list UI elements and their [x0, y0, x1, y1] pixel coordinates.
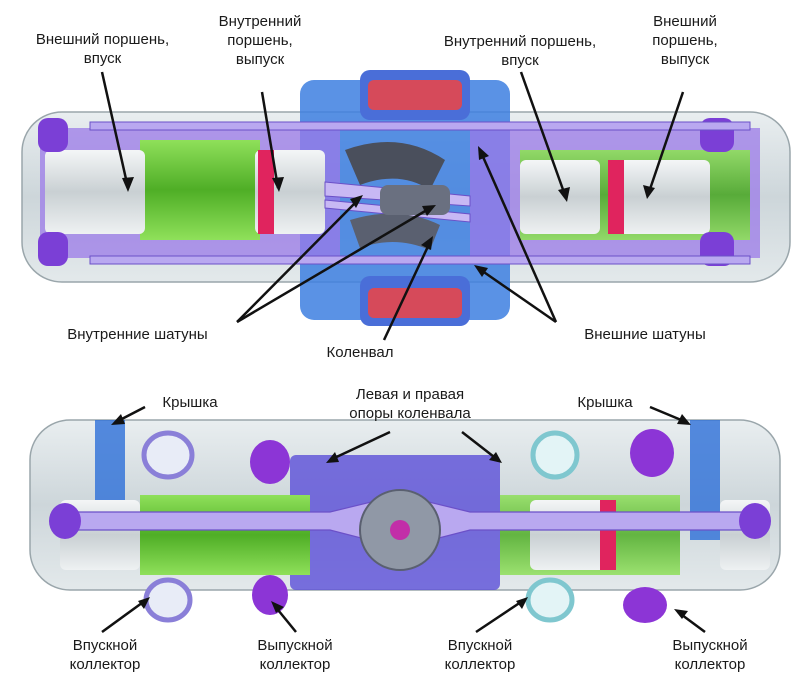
inner-piston-right	[520, 160, 600, 234]
inner-piston-left-ring	[258, 150, 274, 234]
outer-piston-right	[610, 160, 710, 234]
crank-hub-center	[390, 520, 410, 540]
bottom-leader-lines	[101, 405, 706, 634]
leader-outer-piston-exhaust	[646, 91, 685, 196]
label-crankshaft: Коленвал	[326, 344, 394, 361]
leader-outer-conrods-2	[477, 266, 557, 324]
exhaust-manifold-right-bottom	[623, 587, 667, 623]
intake-manifold-right-top	[530, 430, 580, 480]
label-inner-piston-exhaust: Внутренний поршень, выпуск	[218, 13, 302, 68]
intake-manifold-left-top	[141, 430, 195, 480]
right-piston-bottom	[530, 500, 610, 570]
leader-inner-conrods-2	[236, 205, 433, 324]
right-piston-ring-bottom	[600, 500, 616, 570]
leader-outer-conrods-1	[478, 149, 558, 323]
label-exhaust-manifold-left: Выпускной коллектор	[257, 637, 333, 673]
label-intake-manifold-right: Впускной коллектор	[444, 637, 516, 673]
exhaust-manifold-right-top	[630, 429, 674, 477]
label-inner-conrods: Внутренние шатуны	[67, 326, 208, 343]
exhaust-manifold-left-top	[250, 440, 290, 484]
leader-outer-piston-intake	[100, 71, 130, 189]
left-rod-end	[49, 503, 81, 539]
intake-manifold-right-bottom	[525, 577, 575, 623]
leader-inner-conrods-1	[236, 197, 361, 323]
top-leader-lines	[100, 71, 685, 341]
label-outer-conrods: Внешние шатуны	[584, 326, 706, 343]
exhaust-manifold-left-bottom	[252, 575, 288, 615]
right-rod-end	[739, 503, 771, 539]
leader-intake-right	[475, 598, 525, 634]
top-engine	[21, 70, 791, 326]
outer-piston-left	[45, 150, 145, 234]
left-end-cap-top	[38, 118, 68, 152]
outer-piston-right-ring	[608, 160, 624, 234]
label-outer-piston-exhaust: Внешний поршень, выпуск	[652, 13, 718, 68]
label-outer-piston-intake: Внешний поршень, впуск	[35, 31, 170, 67]
crank-journal	[380, 185, 450, 215]
label-cover-right: Крышка	[577, 394, 633, 411]
label-crank-bearings: Левая и правая опоры коленвала	[349, 386, 471, 422]
leader-crankshaft	[382, 239, 433, 341]
leader-intake-left	[101, 598, 147, 634]
left-green-section	[140, 140, 260, 240]
leader-inner-piston-intake	[519, 71, 568, 199]
leader-bearing-right	[461, 431, 499, 461]
intake-manifold-left-bottom	[143, 577, 193, 623]
bottom-engine	[29, 419, 781, 623]
label-exhaust-manifold-right: Выпускной коллектор	[672, 637, 748, 673]
label-inner-piston-intake: Внутренний поршень, впуск	[443, 33, 597, 69]
outer-rod-top	[89, 121, 751, 131]
leader-bearing-left	[329, 430, 391, 462]
lower-bearing-red	[368, 288, 462, 318]
crank-throw-upper	[345, 142, 445, 190]
left-end-cap-bottom	[38, 232, 68, 266]
label-intake-manifold-left: Впускной коллектор	[69, 637, 141, 673]
leader-inner-piston-exhaust	[260, 91, 280, 189]
left-green-bottom	[140, 495, 310, 575]
label-cover-left: Крышка	[162, 394, 218, 411]
upper-bearing-red	[368, 80, 462, 110]
